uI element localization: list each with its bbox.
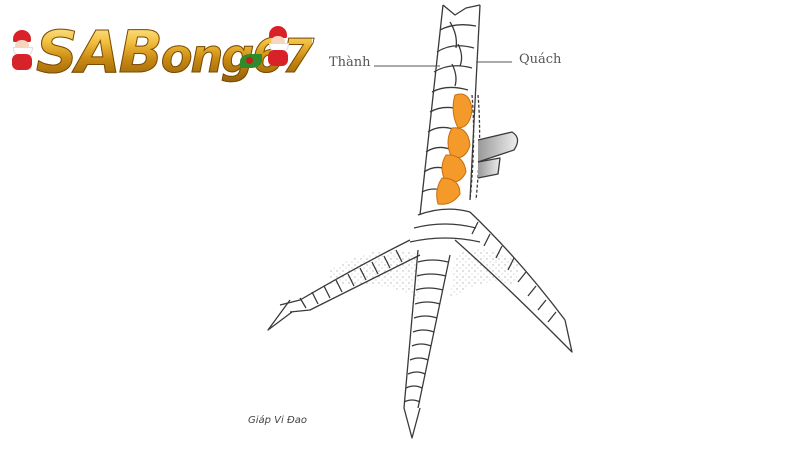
holly-icon	[240, 54, 262, 68]
toe-left	[267, 239, 421, 331]
label-quach: Quách	[519, 52, 562, 67]
web-left	[330, 250, 420, 300]
label-thanh: Thành	[329, 55, 371, 70]
shank-right-edge	[469, 4, 481, 201]
brand-logo: SABong67	[8, 12, 315, 87]
toe-right	[454, 211, 573, 353]
web-right	[450, 249, 520, 300]
santa-right-icon	[266, 26, 290, 66]
diagram-caption: Giáp Vi Đao	[248, 415, 307, 426]
logo-text: SABong67	[36, 18, 315, 87]
spur	[477, 131, 519, 163]
shank-left-edge	[419, 4, 444, 216]
highlight-scales	[436, 93, 473, 205]
toe-middle	[403, 249, 451, 439]
santa-left-icon	[10, 30, 34, 70]
